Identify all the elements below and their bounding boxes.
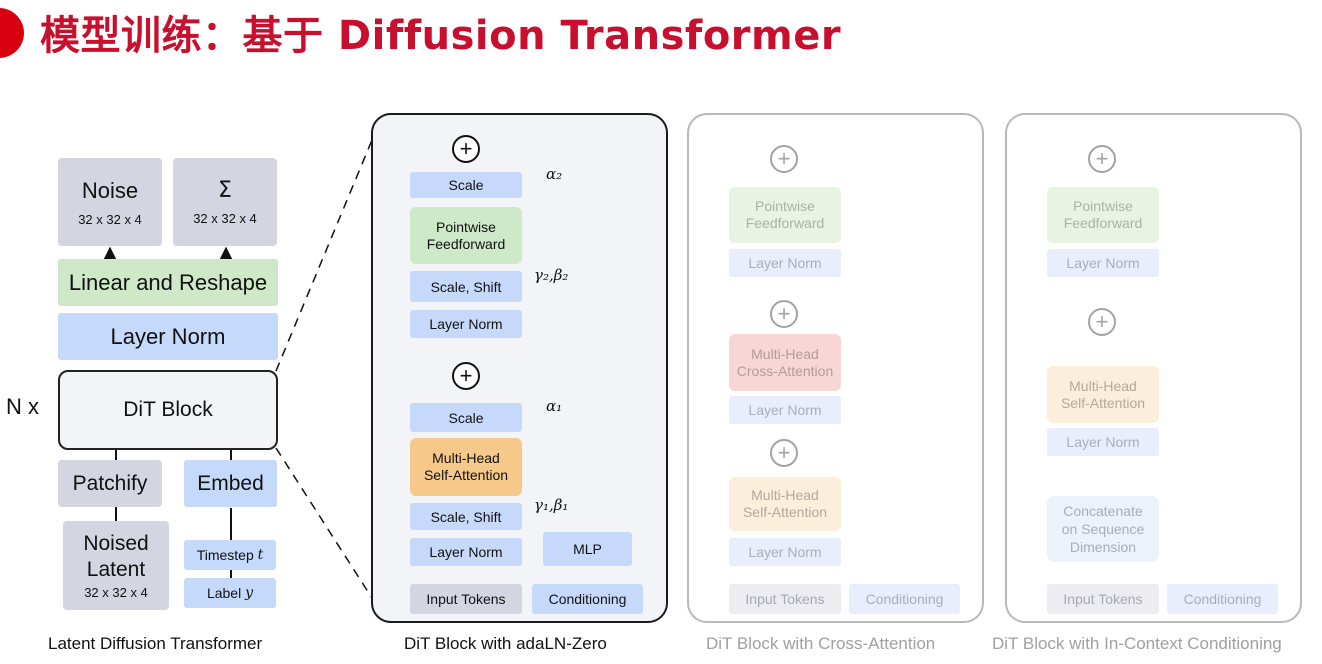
n-times-label: N x <box>6 394 39 419</box>
noised-latent-input: Noised Latent 32 x 32 x 4 <box>63 521 169 610</box>
caption-adaln: DiT Block with adaLN-Zero <box>404 634 607 653</box>
page-title: 模型训练：基于 Diffusion Transformer <box>40 13 842 59</box>
add-circle-ic-2: + <box>1088 308 1116 336</box>
ic-conditioning: Conditioning <box>1167 584 1278 614</box>
conditioning-block: Conditioning <box>532 584 643 614</box>
embed-block: Embed <box>184 460 277 507</box>
noise-output: Noise 32 x 32 x 4 <box>58 158 162 246</box>
cross-self-line1: Multi-Head <box>751 487 819 503</box>
layer-norm-block: Layer Norm <box>58 313 278 360</box>
add-circle-bottom: + <box>452 362 480 390</box>
add-circle-top: + <box>452 135 480 163</box>
add-circle-2: + <box>770 300 798 328</box>
add-circle-1: + <box>770 145 798 173</box>
ic-pointwise-block: Pointwise Feedforward <box>1047 187 1159 243</box>
cross-layer-norm-mid: Layer Norm <box>729 396 841 424</box>
cross-attn-line1: Multi-Head <box>751 345 819 362</box>
cross-pointwise-block: Pointwise Feedforward <box>729 187 841 243</box>
pointwise-ff-block: Pointwise Feedforward <box>410 207 522 264</box>
sigma-output: Σ 32 x 32 x 4 <box>173 158 277 246</box>
gamma2-beta2-label: γ₂,β₂ <box>534 266 569 284</box>
ic-self-line1: Multi-Head <box>1069 377 1137 394</box>
ic-concatenate-block: Concatenate on Sequence Dimension <box>1047 496 1159 562</box>
cross-self-attn-block: Multi-Head Self-Attention <box>729 477 841 531</box>
ic-layer-norm-top: Layer Norm <box>1047 249 1159 277</box>
layer-norm-bottom-block: Layer Norm <box>410 538 522 566</box>
cross-pointwise-line2: Feedforward <box>745 215 825 231</box>
noised-latent-dim: 32 x 32 x 4 <box>84 585 148 600</box>
patchify-block: Patchify <box>58 460 162 507</box>
mlp-block: MLP <box>543 532 632 566</box>
label-var: y <box>245 585 254 601</box>
label-label: Label <box>206 585 242 601</box>
timestep-block: Timestep t <box>184 540 276 570</box>
noised-latent-line2: Latent <box>86 558 146 581</box>
multihead-self-attn-block: Multi-Head Self-Attention <box>410 438 522 496</box>
ic-layer-norm-bottom: Layer Norm <box>1047 428 1159 456</box>
cross-conditioning: Conditioning <box>849 584 960 614</box>
ic-input-tokens: Input Tokens <box>1047 584 1159 614</box>
cross-input-tokens: Input Tokens <box>729 584 841 614</box>
ic-concat-line1: Concatenate <box>1063 503 1143 519</box>
cross-layer-norm-bottom: Layer Norm <box>729 538 841 566</box>
ic-concat-line2: on Sequence <box>1061 521 1145 537</box>
ic-pointwise-line1: Pointwise <box>1073 198 1133 214</box>
alpha2-label: α₂ <box>546 165 563 183</box>
input-tokens-block: Input Tokens <box>410 584 522 614</box>
ic-concat-line3: Dimension <box>1069 539 1137 555</box>
alpha1-label: α₁ <box>546 397 563 415</box>
ic-pointwise-line2: Feedforward <box>1063 215 1143 231</box>
timestep-var: t <box>257 547 264 563</box>
mha-line1: Multi-Head <box>432 450 500 466</box>
noise-label: Noise <box>81 177 139 203</box>
scale-top-block: Scale <box>410 172 522 198</box>
mha-line2: Self-Attention <box>423 467 509 483</box>
layer-norm-top-block: Layer Norm <box>410 310 522 338</box>
gamma1-beta1-label: γ₁,β₁ <box>534 496 569 514</box>
ic-self-attn-block: Multi-Head Self-Attention <box>1047 366 1159 423</box>
noised-latent-line1: Noised <box>83 532 149 555</box>
add-circle-ic-1: + <box>1088 145 1116 173</box>
cross-attn-block: Multi-Head Cross-Attention <box>729 334 841 391</box>
scale-bottom-block: Scale <box>410 403 522 432</box>
sigma-dim: 32 x 32 x 4 <box>193 211 257 226</box>
cross-attn-line2: Cross-Attention <box>736 362 834 379</box>
pointwise-line1: Pointwise <box>436 218 496 235</box>
label-block: Label y <box>184 578 276 608</box>
ic-self-line2: Self-Attention <box>1060 394 1146 411</box>
sigma-label: Σ <box>218 178 232 203</box>
dit-block: DiT Block <box>58 370 278 450</box>
caption-cross-attention: DiT Block with Cross-Attention <box>706 634 936 653</box>
pointwise-line2: Feedforward <box>426 235 506 252</box>
scale-shift-bottom-block: Scale, Shift <box>410 503 522 530</box>
noise-dim: 32 x 32 x 4 <box>78 211 142 227</box>
caption-latent-diffusion: Latent Diffusion Transformer <box>48 634 263 653</box>
timestep-label: Timestep <box>196 547 254 563</box>
caption-in-context: DiT Block with In-Context Conditioning <box>992 634 1282 653</box>
cross-pointwise-line1: Pointwise <box>755 198 815 214</box>
add-circle-3: + <box>770 439 798 467</box>
linear-reshape-block: Linear and Reshape <box>58 259 278 306</box>
cross-layer-norm-top: Layer Norm <box>729 249 841 277</box>
cross-self-line2: Self-Attention <box>742 504 828 520</box>
scale-shift-top-block: Scale, Shift <box>410 271 522 302</box>
